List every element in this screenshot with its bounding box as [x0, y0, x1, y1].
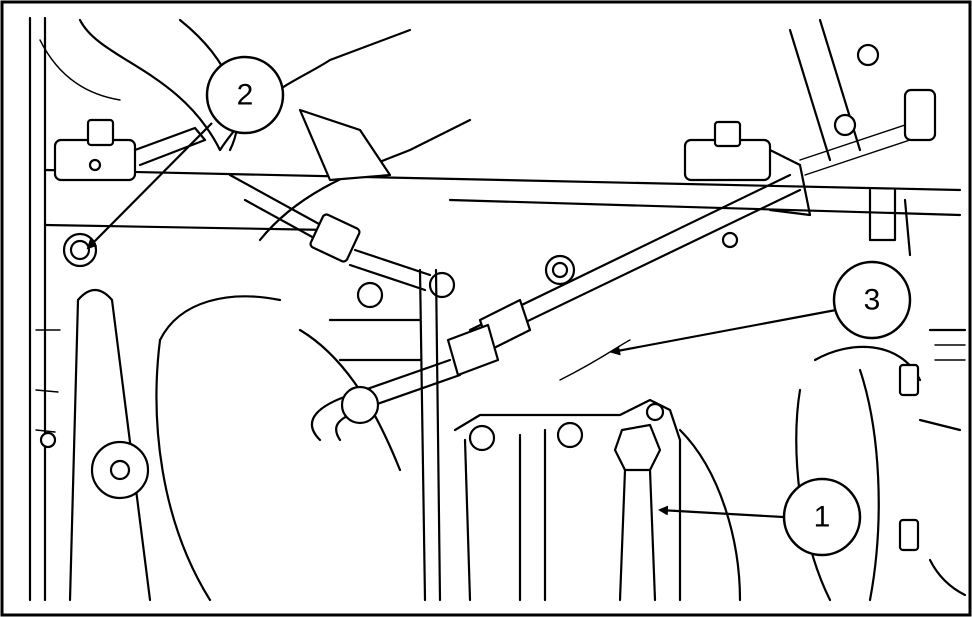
callout-1-label: 1: [814, 501, 831, 534]
callout-2-circle: [205, 55, 285, 135]
engine-drawing: [28, 16, 967, 602]
leader-arrow-1: [658, 505, 784, 519]
callout-3-circle: [832, 260, 912, 340]
callout-2: 2: [205, 55, 285, 135]
callout-1-circle: [782, 477, 862, 557]
callout-2-label: 2: [237, 79, 254, 112]
callout-1: 1: [782, 477, 862, 557]
callout-3: 3: [832, 260, 912, 340]
callout-3-label: 3: [864, 284, 881, 317]
leader-arrow-3: [610, 308, 837, 356]
leader-arrow-2: [86, 122, 213, 250]
